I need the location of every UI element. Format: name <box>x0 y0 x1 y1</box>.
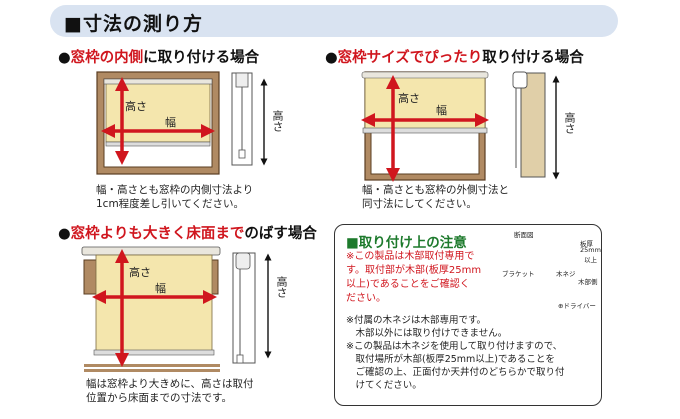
section2-caption-line: 幅・高さとも窓枠の外側寸法と <box>362 184 509 196</box>
section3-rest-text: のばす場合 <box>244 226 317 242</box>
section2-height-label: 高さ <box>398 92 420 105</box>
section2-window-illustration <box>361 71 489 182</box>
section2-caption: 幅・高さとも窓枠の外側寸法と同寸法にしてください。 <box>362 183 509 211</box>
section1-caption-line: 1cm程度差し引いてください。 <box>96 198 245 210</box>
section2-width-label: 幅 <box>436 104 447 117</box>
diagram-driver-label: ⊕ドライバー <box>558 302 596 310</box>
notice-black-line: けてください。 <box>346 380 422 391</box>
section2-rest-text: 取り付ける場合 <box>482 50 584 66</box>
notice-box <box>334 224 602 406</box>
section3-bullet: ● <box>58 226 71 242</box>
section1-side-height-label: 高さ <box>271 110 284 132</box>
section3-header: ●窓枠よりも大きく床面までのばす場合 <box>58 222 317 243</box>
notice-red-line: ださい。 <box>346 293 386 304</box>
section2-side-illustration <box>512 71 560 180</box>
notice-red-line: 以上)であることをご確認く <box>346 279 470 290</box>
notice-red-line: ※この製品は木部取付専用で <box>346 251 475 262</box>
diagram-wood-label: 木部側 <box>578 278 598 286</box>
section2-red-text: 窓枠サイズでぴったり <box>337 50 483 66</box>
notice-red-line: す。取付部が木部(板厚25mm <box>346 265 482 276</box>
section1-side-illustration <box>231 72 268 166</box>
notice-black-line: 取付場所が木部(板厚25mm以上)であることを <box>346 354 555 365</box>
notice-title: ■取り付け上の注意 <box>346 235 467 251</box>
section3-caption-line: 位置から床面までの寸法です。 <box>86 392 232 404</box>
section1-bullet: ● <box>58 50 71 66</box>
section3-height-label: 高さ <box>129 266 151 279</box>
diagram-screw-label: 木ネジ <box>556 270 576 278</box>
section3-red-text: 窓枠よりも大きく床面まで <box>70 226 245 242</box>
section1-red-text: 窓枠の内側 <box>70 50 144 66</box>
diagram-thickness-label: 板厚 <box>580 240 593 248</box>
diagram-bracket-label: ブラケット <box>502 270 535 278</box>
notice-black-line: ※付属の木ネジは木部専用です。 <box>346 315 487 326</box>
diagram-section-label: 断面図 <box>514 231 534 239</box>
diagram-thickness-value: 25mm <box>580 246 601 254</box>
section2-bullet: ● <box>325 50 338 66</box>
section3-caption: 幅は窓枠より大きめに、高さは取付位置から床面までの寸法です。 <box>86 377 253 405</box>
notice-red-text: ※この製品は木部取付専用で す。取付部が木部(板厚25mm 以上)であることをご… <box>346 250 506 306</box>
notice-black-line: 木部以外には取り付けできません。 <box>346 328 508 339</box>
title-bar <box>50 5 618 37</box>
diagram-thickness-suffix: 以上 <box>584 256 597 264</box>
section1-width-label: 幅 <box>165 116 176 129</box>
notice-black-line: ご確認の上、正面付か天井付のどちらかで取り付 <box>346 367 565 378</box>
section2-side-height-label: 高さ <box>563 112 576 134</box>
section3-caption-line: 幅は窓枠より大きめに、高さは取付 <box>86 378 254 390</box>
section1-window-illustration <box>96 71 220 175</box>
section1-caption-line: 幅・高さとも窓枠の内側寸法より <box>96 184 254 196</box>
section2-header: ●窓枠サイズでぴったり取り付ける場合 <box>325 46 584 67</box>
section3-width-label: 幅 <box>155 282 166 295</box>
section3-side-illustration <box>232 252 272 364</box>
page-title: ■寸法の測り方 <box>64 13 203 35</box>
section3-side-height-label: 高さ <box>275 276 288 298</box>
section1-header: ●窓枠の内側に取り付ける場合 <box>58 46 259 67</box>
notice-black-line: ※この製品は木ネジを使用して取り付けますので、 <box>346 341 563 352</box>
section1-caption: 幅・高さとも窓枠の内側寸法より 1cm程度差し引いてください。 <box>96 183 253 211</box>
section2-caption-line: 同寸法にしてください。 <box>362 198 477 210</box>
section3-window-illustration <box>81 246 221 372</box>
section1-height-label: 高さ <box>125 100 147 113</box>
section1-rest-text: に取り付ける場合 <box>143 50 260 66</box>
notice-black-text: ※付属の木ネジは木部専用です。 木部以外には取り付けできません。 ※この製品は木… <box>346 314 604 392</box>
